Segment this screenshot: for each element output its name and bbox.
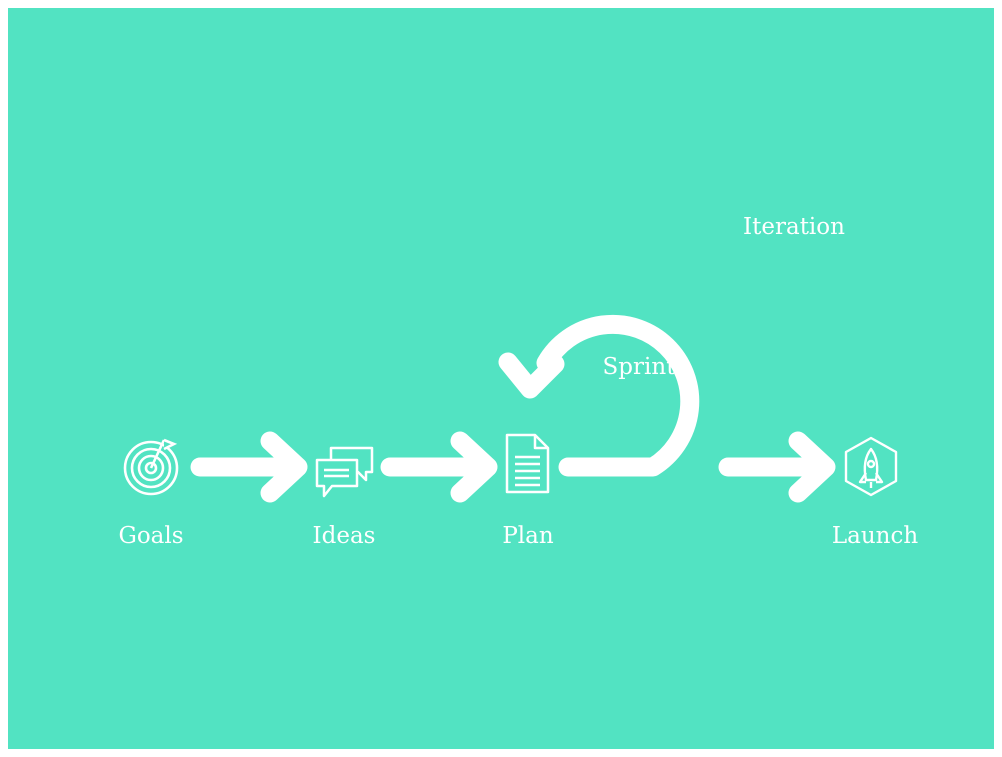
- rocket-icon: [844, 436, 898, 497]
- step-label-goals: Goals: [118, 523, 183, 549]
- arrow-goals-to-ideas: [190, 431, 308, 503]
- step-label-launch: Launch: [832, 523, 918, 549]
- arrow-plan-to-launch: [718, 431, 836, 503]
- loop-outer-label: Iteration: [743, 214, 845, 240]
- chat-bubbles-icon: [315, 446, 374, 498]
- diagram-panel: Goals Ideas Plan Launch Iteration Sprint: [8, 8, 994, 749]
- step-label-plan: Plan: [502, 523, 554, 549]
- arrow-ideas-to-plan: [380, 431, 498, 503]
- flow-diagram: Goals Ideas Plan Launch Iteration Sprint: [8, 8, 994, 749]
- document-icon: [505, 433, 550, 494]
- step-label-ideas: Ideas: [313, 523, 376, 549]
- diagram-background: [8, 8, 994, 749]
- loop-inner-label: Sprint: [603, 354, 677, 380]
- iteration-loop: [498, 314, 700, 477]
- target-icon: [123, 438, 179, 496]
